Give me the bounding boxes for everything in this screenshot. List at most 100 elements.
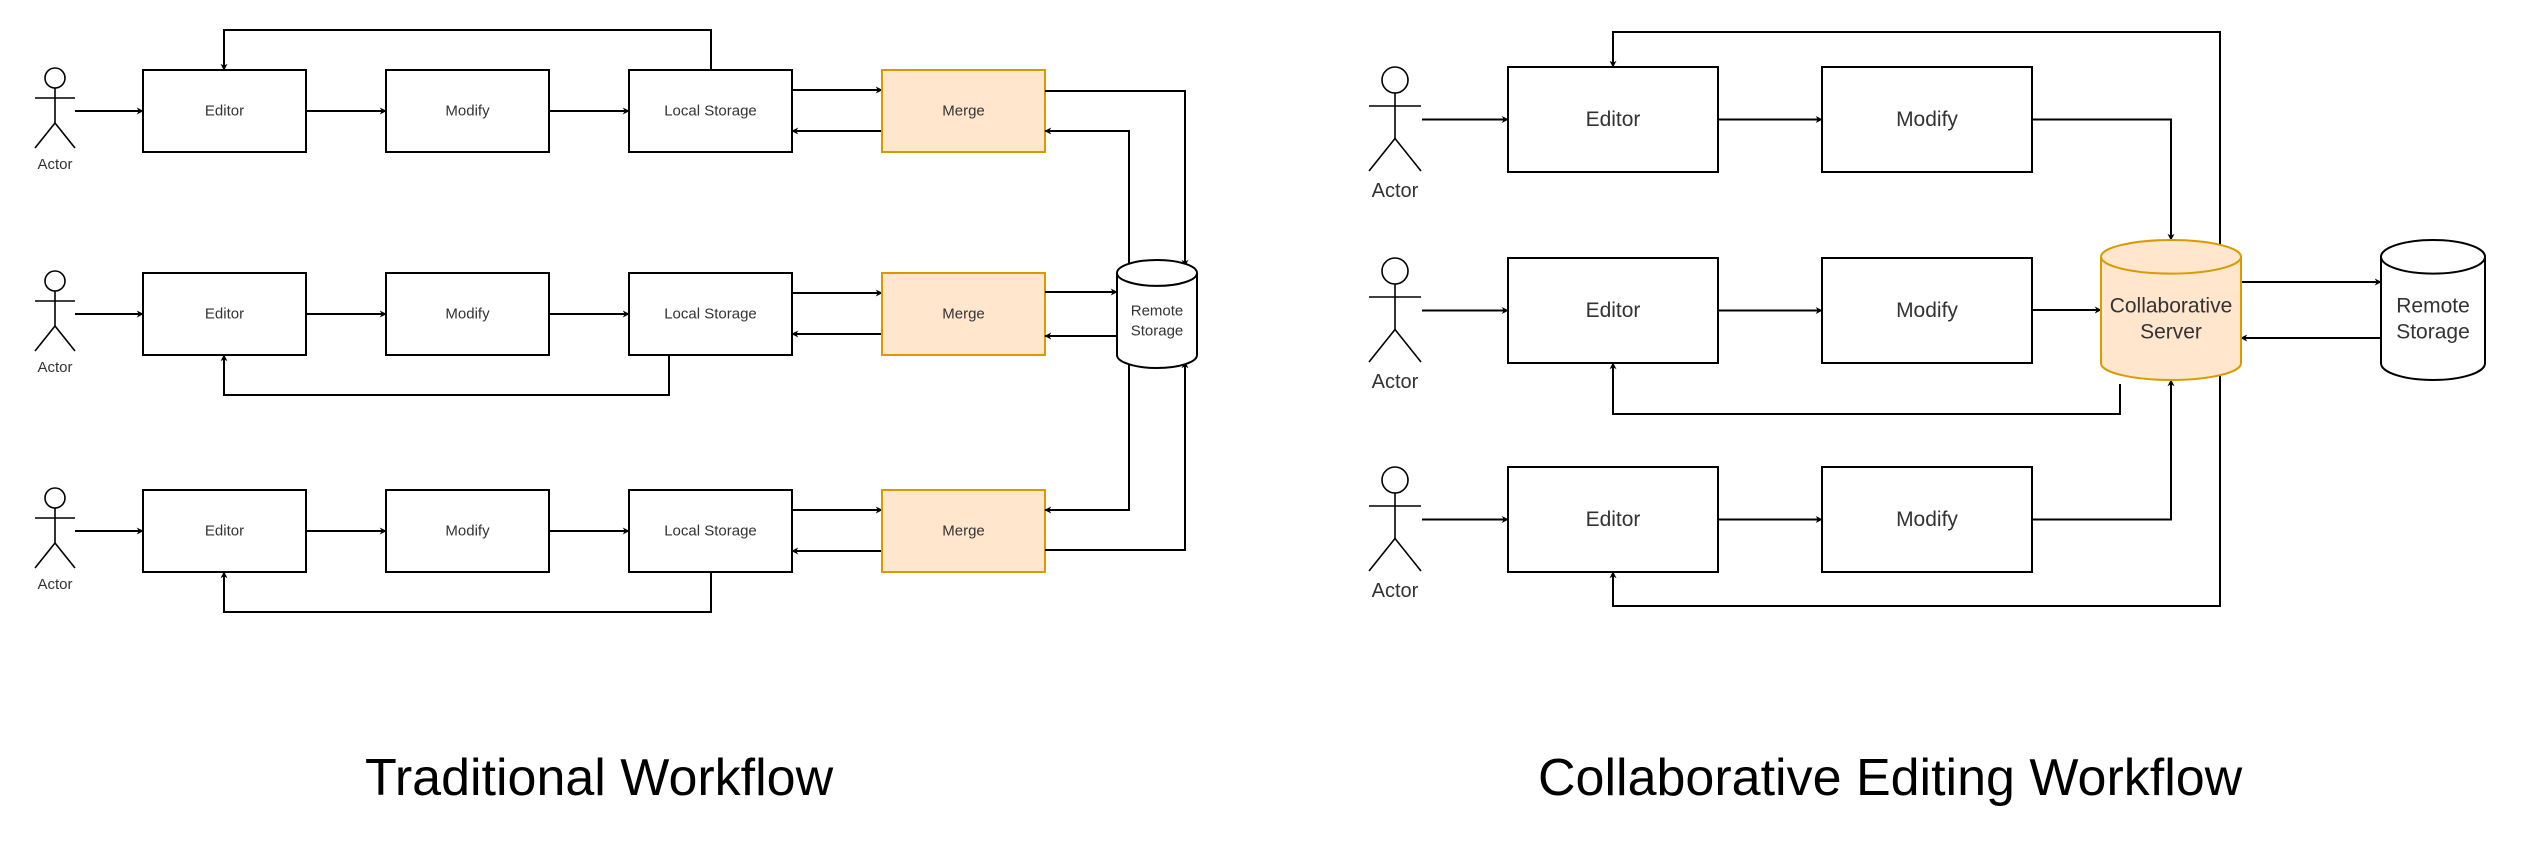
modify-box-label: Modify [445, 103, 490, 120]
edge-merge3-to-remote [1045, 361, 1189, 551]
editor-box-shape [1507, 466, 1719, 573]
actor: Actor [1368, 466, 1422, 602]
editor-box[interactable]: Editor [1507, 66, 1719, 173]
actor-leg-icon [34, 325, 56, 352]
editor-box[interactable]: Editor [142, 272, 307, 356]
modify-box-label: Modify [445, 306, 490, 323]
modify-box-shape [1821, 466, 2033, 573]
modify-box-label: Modify [445, 523, 490, 540]
actor-leg-icon [1368, 329, 1396, 363]
actor-head-icon [44, 67, 66, 89]
actor: Actor [1368, 257, 1422, 393]
edge-merge1-to-remote [1045, 90, 1189, 267]
modify-box-label: Modify [1896, 508, 1958, 531]
editor-box-label: Editor [205, 103, 244, 120]
collaborative-server-cylinder-body [2100, 239, 2242, 381]
merge-box-label: Merge [942, 523, 985, 540]
traditional-workflow-title: Traditional Workflow [365, 749, 834, 807]
edge-local-storage-feedback-to-editor [220, 571, 712, 613]
edge-remote-to-merge3 [1044, 364, 1130, 514]
merge-box[interactable]: Merge [881, 489, 1046, 573]
remote-storage-cylinder-body [2380, 239, 2486, 381]
editor-box[interactable]: Editor [142, 69, 307, 153]
modify-box-shape [1821, 66, 2033, 173]
modify-box[interactable]: Modify [1821, 66, 2033, 173]
edge-local-storage-feedback-to-editor [220, 354, 670, 396]
editor-box[interactable]: Editor [142, 489, 307, 573]
merge-box[interactable]: Merge [881, 272, 1046, 356]
modify-box-label: Modify [1896, 299, 1958, 322]
merge-box-shape [881, 69, 1046, 153]
local-storage-box-label: Local Storage [664, 523, 757, 540]
local-storage-box[interactable]: Local Storage [628, 489, 793, 573]
actor-leg-icon [54, 122, 76, 149]
local-storage-box[interactable]: Local Storage [628, 272, 793, 356]
collaborative-workflow-title: Collaborative Editing Workflow [1538, 749, 2243, 807]
merge-box-label: Merge [942, 103, 985, 120]
actor-leg-icon [1394, 329, 1422, 363]
actor: Actor [1368, 66, 1422, 202]
actor-label: Actor [1372, 180, 1419, 202]
actor: Actor [34, 487, 76, 593]
editor-box-label: Editor [205, 306, 244, 323]
traditional-row-2: Actor Editor Modify Local Storage Merge [34, 270, 1046, 396]
actor-leg-icon [1368, 138, 1396, 172]
actor-leg-icon [54, 542, 76, 569]
modify-box[interactable]: Modify [385, 489, 550, 573]
edge-server-feedback-to-editor [1609, 31, 2221, 254]
actor-leg-icon [34, 122, 56, 149]
modify-box-label: Modify [1896, 108, 1958, 131]
edge-modify-to-server [2032, 118, 2175, 241]
editor-box-label: Editor [1586, 108, 1641, 131]
actor-head-icon [44, 487, 66, 509]
modify-box[interactable]: Modify [385, 272, 550, 356]
actor-head-icon [1381, 466, 1409, 494]
local-storage-box-shape [628, 489, 793, 573]
local-storage-box[interactable]: Local Storage [628, 69, 793, 153]
edge-modify-to-server [2032, 379, 2175, 521]
actor-label: Actor [37, 156, 72, 173]
local-storage-box-label: Local Storage [664, 103, 757, 120]
actor-label: Actor [1372, 580, 1419, 602]
actor-head-icon [1381, 66, 1409, 94]
editor-box-label: Editor [205, 523, 244, 540]
local-storage-box-label: Local Storage [664, 306, 757, 323]
modify-box-shape [1821, 257, 2033, 364]
actor-label: Actor [37, 576, 72, 593]
merge-box[interactable]: Merge [881, 69, 1046, 153]
editor-box-label: Editor [1586, 299, 1641, 322]
editor-box-shape [142, 489, 307, 573]
traditional-row-3: Actor Editor Modify Local Storage Merge [34, 487, 1046, 613]
actor-label: Actor [37, 359, 72, 376]
remote-storage-cylinder-rim [1116, 272, 1198, 287]
actor-head-icon [44, 270, 66, 292]
editor-box[interactable]: Editor [1507, 466, 1719, 573]
actor: Actor [34, 67, 76, 173]
edge-server-feedback-to-editor [1609, 362, 2121, 415]
editor-box[interactable]: Editor [1507, 257, 1719, 364]
modify-box[interactable]: Modify [1821, 257, 2033, 364]
editor-box-shape [142, 272, 307, 356]
remote-storage-cylinder-body [1116, 259, 1198, 369]
edge-server-feedback-to-editor [1609, 366, 2221, 607]
editor-box-label: Editor [1586, 508, 1641, 531]
modify-box-shape [385, 489, 550, 573]
actor-leg-icon [34, 542, 56, 569]
actor-head-icon [1381, 257, 1409, 285]
remote-storage-cylinder-rim [2380, 256, 2486, 275]
modify-box[interactable]: Modify [1821, 466, 2033, 573]
modify-box-shape [385, 272, 550, 356]
modify-box[interactable]: Modify [385, 69, 550, 153]
merge-box-label: Merge [942, 306, 985, 323]
actor: Actor [34, 270, 76, 376]
traditional-row-1: Actor Editor Modify Local Storage Merge [34, 29, 1046, 173]
collaborative-row-1: Actor Editor Modify [1368, 31, 2221, 254]
